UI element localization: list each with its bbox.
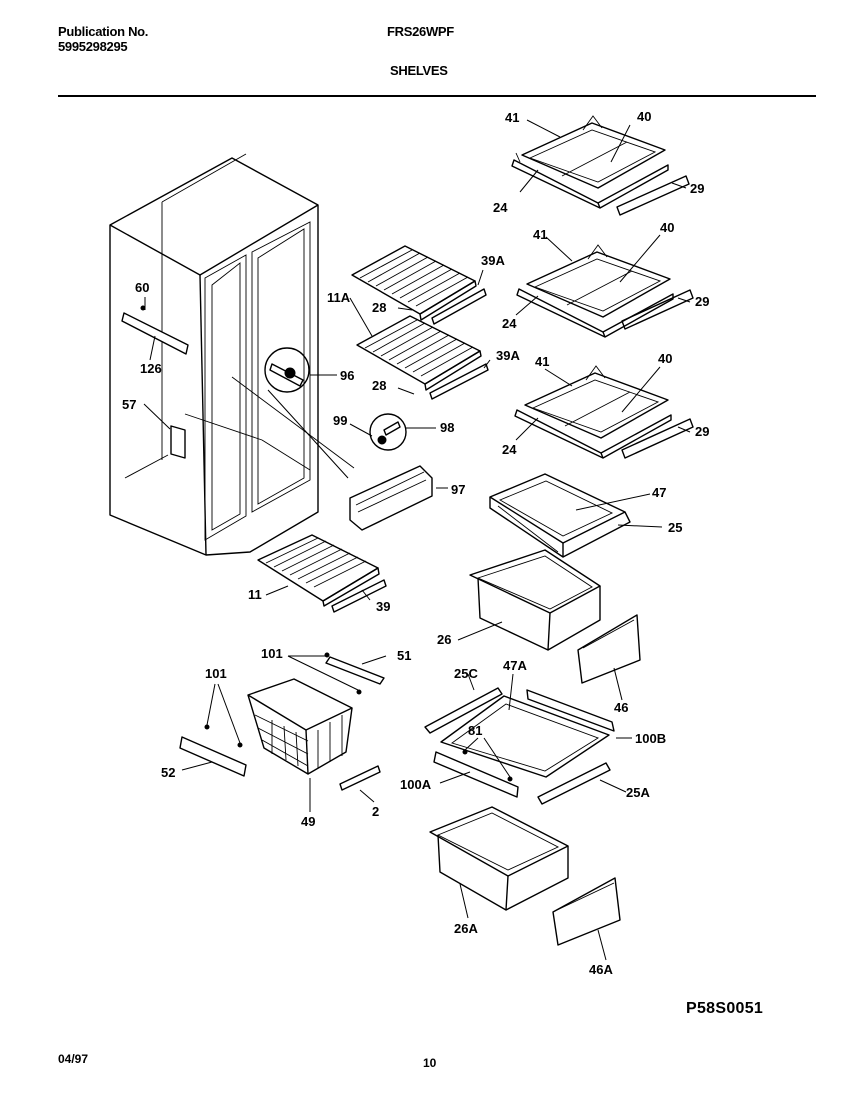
crisper-drawer-front-46a (552, 877, 621, 961)
section-title: SHELVES (390, 63, 448, 78)
shelf-support-details (264, 347, 448, 531)
revision-date: 04/97 (58, 1052, 89, 1066)
callout-46: 46 (614, 700, 628, 715)
callout-126: 126 (140, 361, 162, 376)
wire-shelf-11a-lower (356, 315, 491, 400)
callout-100a: 100A (400, 777, 432, 792)
callout-47a: 47A (503, 658, 527, 673)
callout-40: 40 (658, 351, 672, 366)
crisper-pan-26 (457, 549, 601, 651)
model-number: FRS26WPF (387, 24, 454, 39)
callout-47: 47 (652, 485, 666, 500)
callout-25a: 25A (626, 785, 650, 800)
page-number: 10 (423, 1056, 437, 1070)
callout-25: 25 (668, 520, 682, 535)
callout-49: 49 (301, 814, 315, 829)
crisper-pan-26a (429, 806, 569, 919)
callout-41: 41 (535, 354, 549, 369)
callout-41: 41 (533, 227, 547, 242)
callout-40: 40 (660, 220, 674, 235)
callout-57: 57 (122, 397, 136, 412)
callout-81: 81 (468, 723, 482, 738)
callout-11a: 11A (327, 290, 351, 305)
callout-99: 99 (333, 413, 347, 428)
publication-number: 5995298295 (58, 39, 128, 54)
callout-24: 24 (502, 316, 517, 331)
wire-shelf-11 (257, 534, 387, 613)
deli-pan-cover (489, 473, 663, 558)
callout-2: 2 (372, 804, 379, 819)
callout-60: 60 (135, 280, 149, 295)
wire-shelf-11a-upper (349, 245, 487, 337)
glass-shelf-assembly-1 (511, 115, 690, 216)
glass-shelf-assembly-3 (514, 365, 694, 459)
callout-29: 29 (690, 181, 704, 196)
callout-11: 11 (248, 587, 262, 602)
callout-39a: 39A (496, 348, 520, 363)
publication-label: Publication No. (58, 24, 149, 39)
drawing-code: P58S0051 (686, 1000, 764, 1017)
callout-96: 96 (340, 368, 354, 383)
callout-97: 97 (451, 482, 465, 497)
refrigerator-cabinet (109, 153, 355, 556)
callout-40: 40 (637, 109, 651, 124)
callout-28: 28 (372, 300, 386, 315)
glass-shelf-assembly-2 (515, 234, 694, 338)
header-rule (58, 95, 816, 97)
callout-101: 101 (205, 666, 227, 681)
callout-39a: 39A (481, 253, 505, 268)
callout-24: 24 (502, 442, 517, 457)
callout-41: 41 (505, 110, 519, 125)
callout-25c: 25C (454, 666, 478, 681)
callout-28: 28 (372, 378, 386, 393)
callout-29: 29 (695, 424, 709, 439)
crisper-drawer-front-46 (577, 614, 641, 701)
callout-100b: 100B (635, 731, 666, 746)
callout-52: 52 (161, 765, 175, 780)
callout-46a: 46A (589, 962, 613, 977)
callout-101: 101 (261, 646, 283, 661)
freezer-basket-parts (179, 652, 387, 812)
callout-98: 98 (440, 420, 454, 435)
callout-26a: 26A (454, 921, 478, 936)
callout-labels: 41 40 24 29 41 40 24 29 41 40 24 29 11A … (122, 109, 709, 977)
callout-51: 51 (397, 648, 411, 663)
callout-26: 26 (437, 632, 451, 647)
wall-rail-and-clip (121, 297, 189, 459)
callout-29: 29 (695, 294, 709, 309)
callout-39: 39 (376, 599, 390, 614)
callout-24: 24 (493, 200, 508, 215)
freezer-shelf-47a (424, 673, 632, 805)
